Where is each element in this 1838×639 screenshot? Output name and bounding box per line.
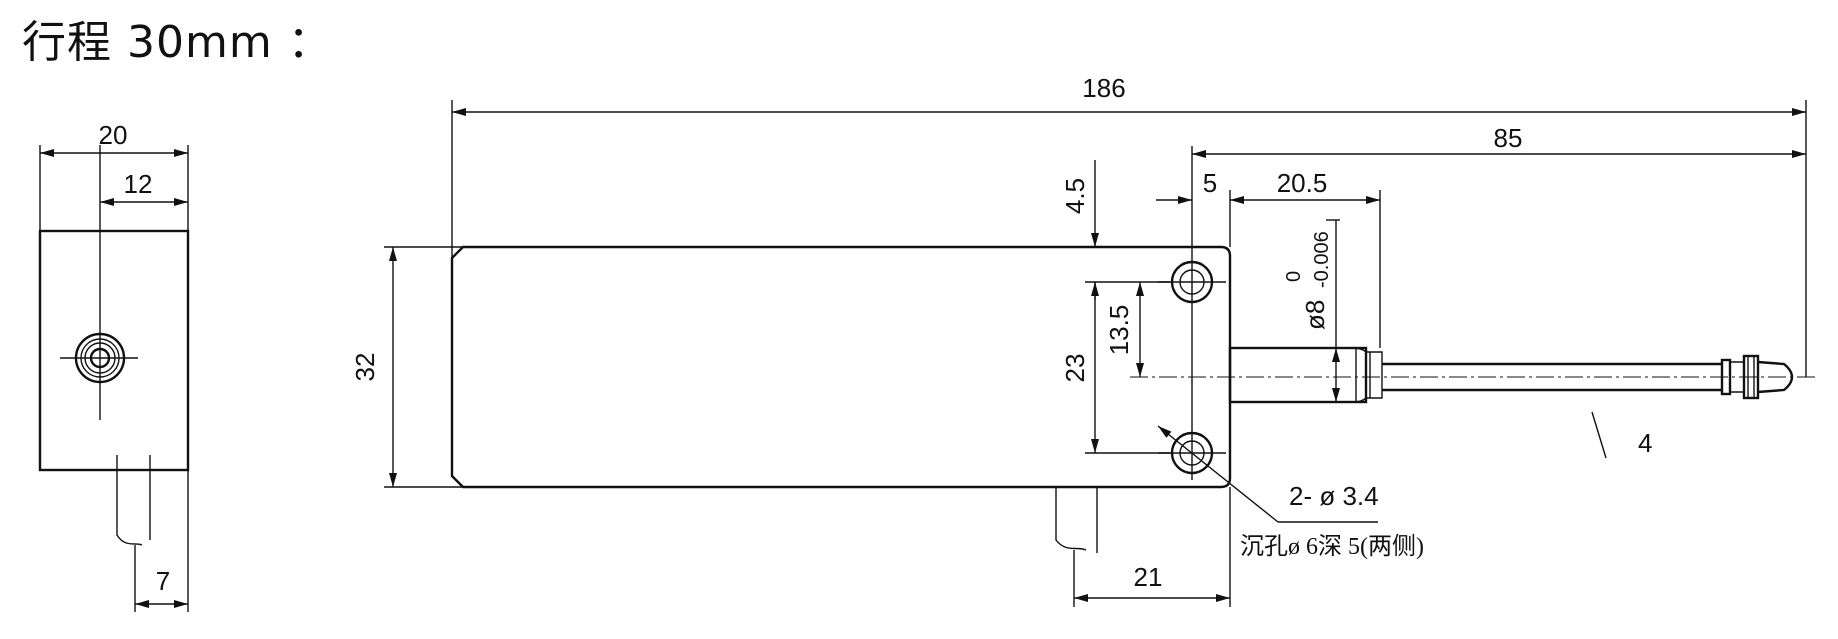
dim-85: 85 — [1494, 123, 1523, 153]
side-cable — [116, 455, 151, 546]
note-counterbore: 沉孔ø 6深 5(两侧) — [1240, 533, 1424, 560]
side-view: 20 12 7 — [38, 120, 190, 612]
dim-7: 7 — [156, 566, 170, 596]
leader-holes — [1157, 425, 1279, 523]
dim-dia8: ø8 — [1300, 300, 1330, 330]
dim-32: 32 — [350, 353, 380, 382]
dim-4: 4 — [1638, 428, 1652, 458]
front-view: 186 85 5 20.5 32 4.5 23 13.5 ø8 0 — [350, 73, 1815, 607]
dim-21: 21 — [1134, 562, 1163, 592]
dim-13-5: 13.5 — [1104, 305, 1134, 356]
side-view-body — [38, 229, 190, 472]
dim-23: 23 — [1060, 354, 1090, 383]
tol-upper: 0 — [1283, 271, 1305, 282]
main-body — [450, 245, 1232, 489]
rod-collar — [1228, 346, 1368, 404]
page-title: 行程 30mm ： — [22, 17, 333, 68]
dim-20: 20 — [99, 120, 128, 150]
main-cable — [1055, 487, 1098, 553]
side-rod-outer — [74, 332, 126, 384]
dim-4-5: 4.5 — [1060, 178, 1090, 214]
dim-12: 12 — [124, 169, 153, 199]
dim-5: 5 — [1203, 168, 1217, 198]
leader-4 — [1591, 411, 1607, 459]
dim-20-5: 20.5 — [1277, 168, 1328, 198]
note-holes: 2- ø 3.4 — [1289, 481, 1379, 511]
dim-186: 186 — [1082, 73, 1125, 103]
tol-lower: -0.006 — [1311, 231, 1333, 288]
